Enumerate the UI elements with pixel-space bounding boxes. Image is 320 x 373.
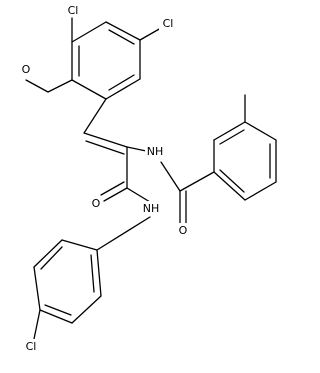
bond (96, 249, 102, 297)
bond (44, 304, 72, 316)
bond (219, 129, 245, 145)
atom-o-benzoyl: O (176, 223, 190, 237)
bond-lines (25, 17, 277, 340)
bond (213, 171, 246, 201)
bond (160, 161, 181, 192)
atom-labels: Cl Cl O NH O O NH Cl (19, 3, 190, 353)
atom-o-methoxy-label: O (22, 63, 31, 76)
bond (61, 239, 98, 251)
atom-cl-bottom: Cl (22, 339, 40, 353)
bond (47, 79, 73, 93)
atom-cl-bottom-label: Cl (26, 340, 37, 353)
bond (71, 79, 107, 100)
atom-o-benzoyl-label: O (179, 224, 188, 237)
atom-nh-anilide: NH (141, 201, 161, 215)
molecule-drawing: Cl Cl O NH O O NH Cl (19, 3, 277, 353)
atom-o-anilide-label: O (92, 197, 101, 210)
atom-cl-top: Cl (64, 3, 82, 17)
bond (85, 140, 125, 155)
bond (33, 239, 63, 268)
bond (96, 216, 151, 251)
bond (40, 246, 63, 270)
bond (105, 21, 141, 41)
bond (108, 29, 135, 45)
bond (100, 181, 125, 196)
bond (83, 132, 128, 148)
bond (39, 309, 73, 324)
atom-cl-right-label: Cl (163, 17, 174, 30)
atom-o-anilide: O (89, 196, 103, 210)
bond (139, 27, 162, 41)
structure-canvas: Cl Cl O NH O O NH Cl (19, 3, 277, 353)
atom-nh-amide-label: NH (147, 145, 164, 158)
bond (25, 79, 49, 93)
atom-nh-amide: NH (145, 144, 165, 158)
bond (103, 187, 128, 202)
bond (219, 169, 245, 193)
bond (213, 121, 246, 141)
atom-cl-top-label: Cl (68, 4, 79, 17)
bond (244, 181, 277, 201)
bond (105, 78, 141, 100)
bond (179, 171, 215, 192)
bond (83, 98, 107, 134)
bond (244, 121, 277, 141)
atom-cl-right: Cl (159, 16, 177, 30)
bond (126, 187, 151, 203)
bond (108, 74, 135, 91)
bond (33, 266, 41, 311)
atom-nh-anilide-label: NH (143, 202, 160, 215)
bond (71, 21, 107, 43)
atom-o-methoxy: O (19, 62, 33, 76)
bond (90, 254, 95, 293)
bond (71, 295, 102, 324)
bond (33, 309, 41, 340)
